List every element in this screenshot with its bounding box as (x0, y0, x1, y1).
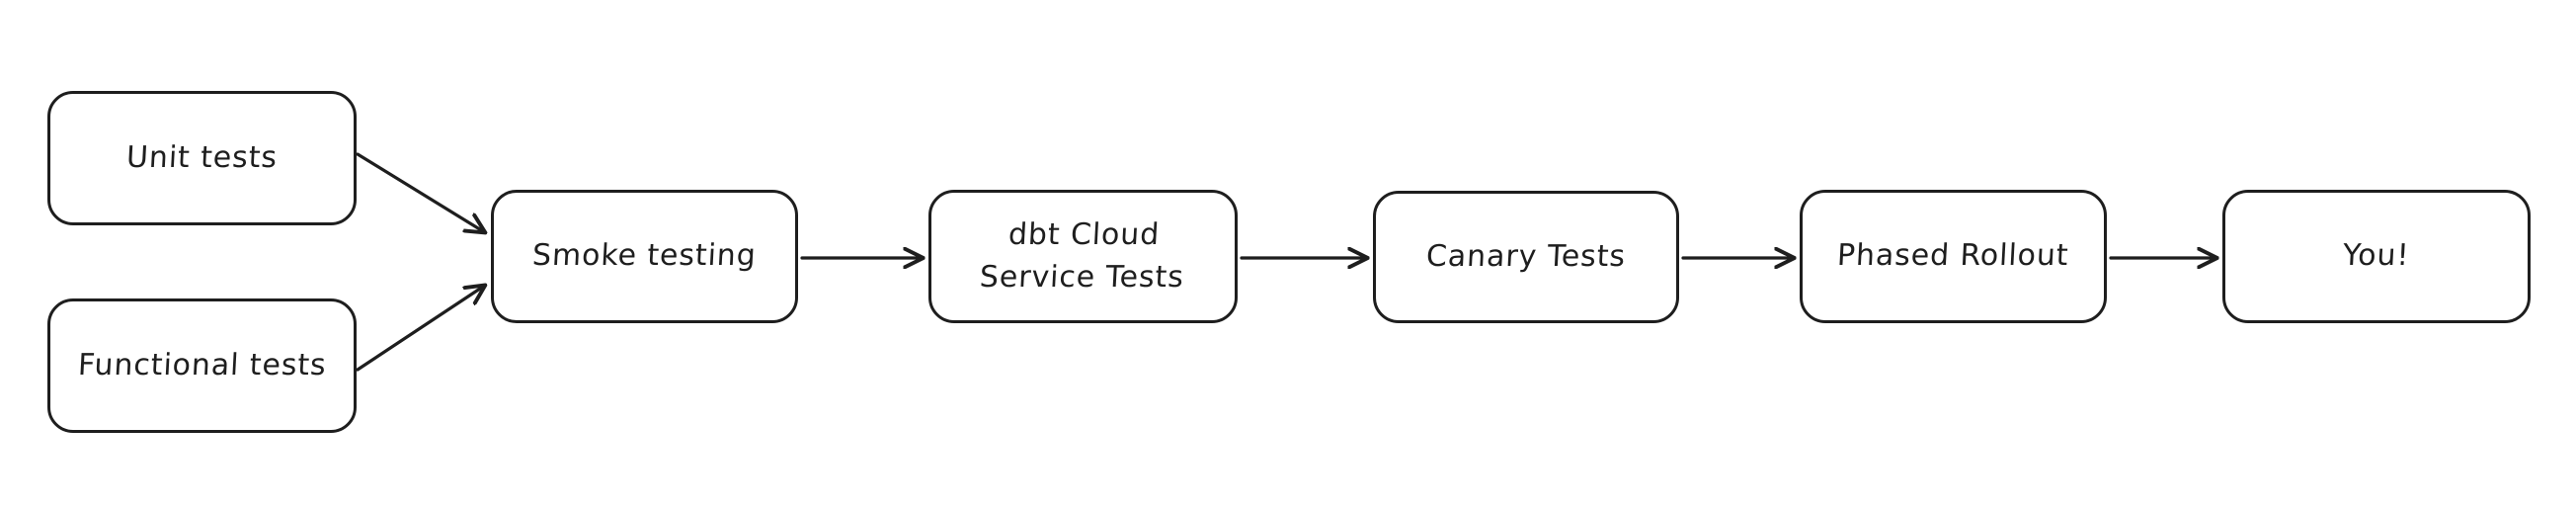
node-label: Canary Tests (1425, 238, 1627, 274)
node-label: dbt Cloud Service Tests (979, 216, 1185, 295)
node-unit-tests[interactable]: Unit tests (47, 91, 357, 225)
node-label: Smoke testing (531, 238, 758, 274)
node-you[interactable]: You! (2222, 190, 2531, 323)
node-label: You! (2342, 238, 2411, 274)
node-label: Unit tests (125, 139, 279, 175)
edge-functional-to-smoke (356, 287, 483, 372)
node-canary-tests[interactable]: Canary Tests (1373, 191, 1679, 323)
node-label: Functional tests (76, 347, 328, 382)
node-functional-tests[interactable]: Functional tests (47, 298, 357, 433)
node-smoke-testing[interactable]: Smoke testing (491, 190, 798, 323)
node-phased-rollout[interactable]: Phased Rollout (1800, 190, 2107, 323)
node-label: Phased Rollout (1836, 238, 2070, 274)
edge-unit-to-smoke (356, 152, 483, 231)
node-dbt-cloud-service-tests[interactable]: dbt Cloud Service Tests (928, 190, 1238, 323)
